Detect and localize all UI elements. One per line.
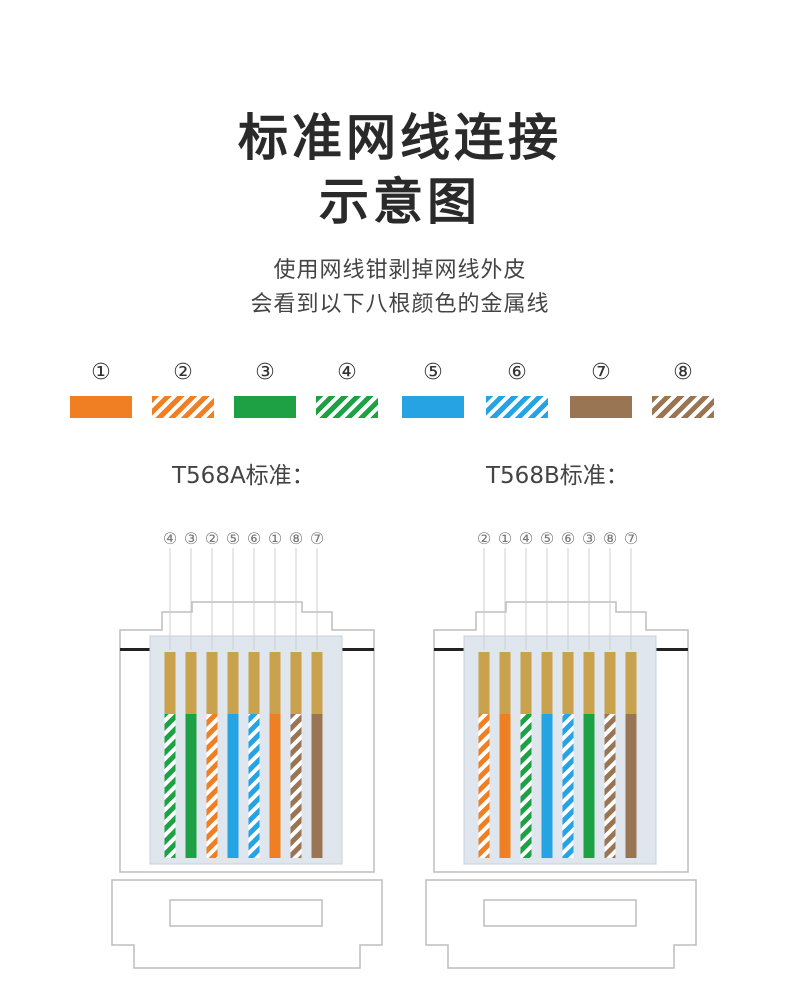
wire [164, 714, 176, 858]
legend-number: ③ [255, 360, 275, 385]
gold-contact [625, 652, 637, 714]
pin-number: ① [268, 529, 282, 548]
wire [541, 714, 553, 858]
plug-boot-window [483, 899, 637, 927]
pin-number: ⑥ [247, 529, 261, 548]
standard-label-a: T568A标准： [172, 463, 315, 489]
standard-label-b: T568B标准： [486, 463, 629, 489]
subtitle-line1: 使用网线钳剥掉网线外皮 [273, 258, 527, 283]
legend-swatch [486, 396, 548, 418]
legend-item: ③ [234, 358, 296, 418]
legend-item: ⑥ [486, 358, 548, 418]
legend-number: ① [91, 360, 111, 385]
legend-swatch [570, 396, 632, 418]
gold-contact [269, 652, 281, 714]
legend-item: ① [70, 358, 132, 418]
wire [290, 714, 302, 858]
wire [185, 714, 197, 858]
gold-contact [478, 652, 490, 714]
pin-number: ③ [184, 529, 198, 548]
legend-swatch [152, 396, 214, 418]
wire [478, 714, 490, 858]
legend-item: ⑧ [652, 358, 714, 418]
gold-contact [206, 652, 218, 714]
plug-boot-window [169, 899, 323, 927]
legend-item: ⑦ [570, 358, 632, 418]
plug-inner [149, 635, 343, 865]
pin-number: ⑧ [289, 529, 303, 548]
gold-contact [583, 652, 595, 714]
wire [520, 714, 532, 858]
wire [604, 714, 616, 858]
gold-contact [311, 652, 323, 714]
legend-number: ② [173, 360, 193, 385]
subtitle-line2: 会看到以下八根颜色的金属线 [250, 292, 550, 317]
pin-number: ⑦ [624, 529, 638, 548]
pin-number: ⑧ [603, 529, 617, 548]
pin-number: ② [205, 529, 219, 548]
plug-inner [463, 635, 657, 865]
pin-number: ⑥ [561, 529, 575, 548]
pin-number: ④ [519, 529, 533, 548]
page-title-line1: 标准网线连接 [238, 109, 562, 167]
gold-contact [164, 652, 176, 714]
wire [227, 714, 239, 858]
gold-contact [520, 652, 532, 714]
wire [248, 714, 260, 858]
gold-contact [185, 652, 197, 714]
pin-number: ② [477, 529, 491, 548]
legend-number: ⑦ [591, 360, 611, 385]
pin-number: ⑤ [226, 529, 240, 548]
gold-contact [227, 652, 239, 714]
pin-number: ① [498, 529, 512, 548]
legend-number: ⑧ [673, 360, 693, 385]
legend-number: ⑥ [507, 360, 527, 385]
legend-item: ④ [316, 358, 378, 418]
wire [562, 714, 574, 858]
legend-item: ⑤ [402, 358, 464, 418]
gold-contact [562, 652, 574, 714]
gold-contact [604, 652, 616, 714]
legend-swatch [70, 396, 132, 418]
legend-item: ② [152, 358, 214, 418]
gold-contact [541, 652, 553, 714]
legend-number: ⑤ [423, 360, 443, 385]
wire [269, 714, 281, 858]
legend-number: ④ [337, 360, 357, 385]
legend-swatch [402, 396, 464, 418]
gold-contact [499, 652, 511, 714]
wire [625, 714, 637, 858]
gold-contact [248, 652, 260, 714]
wire [206, 714, 218, 858]
wire [583, 714, 595, 858]
wire [311, 714, 323, 858]
wire [499, 714, 511, 858]
legend-swatch [652, 396, 714, 418]
page-title-line2: 示意图 [319, 173, 481, 231]
legend-swatch [316, 396, 378, 418]
pin-number: ④ [163, 529, 177, 548]
gold-contact [290, 652, 302, 714]
pin-number: ③ [582, 529, 596, 548]
pin-number: ⑤ [540, 529, 554, 548]
pin-number: ⑦ [310, 529, 324, 548]
legend-swatch [234, 396, 296, 418]
